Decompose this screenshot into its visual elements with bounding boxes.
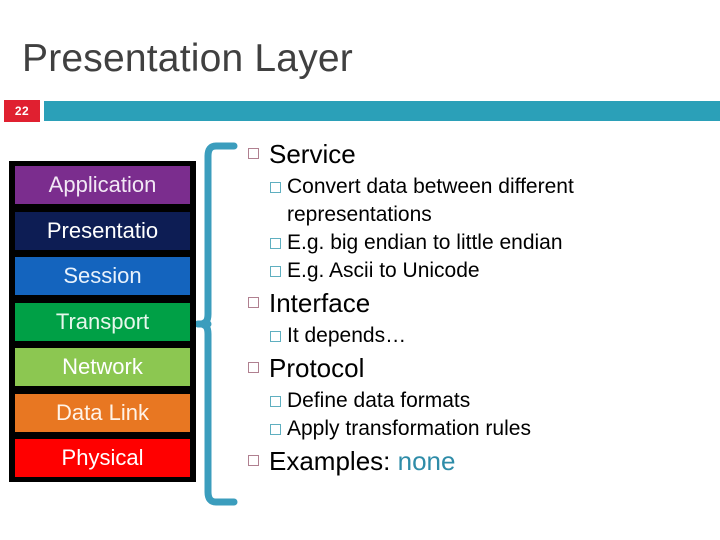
sub-list-protocol: Define data formats Apply transformation… [270,387,718,443]
title-underline-band [44,101,720,121]
sub-list-interface: It depends… [270,322,718,350]
sub-bullet-define-data-formats[interactable]: Define data formats [270,387,718,415]
bullet-interface[interactable]: Interface [248,287,718,320]
sub-bullet-text: Define data formats [287,389,471,412]
square-bullet-icon [248,362,259,373]
bullet-heading: Protocol [269,353,365,383]
osi-layer-session[interactable]: Session [15,257,190,295]
osi-layer-label: Application [48,172,157,197]
square-bullet-icon [248,297,259,308]
sub-bullet-it-depends[interactable]: It depends… [270,322,718,350]
osi-layer-label: Presentatio [46,217,159,243]
square-bullet-icon [248,148,259,159]
osi-layer-physical[interactable]: Physical [15,439,190,477]
osi-layer-network[interactable]: Network [15,348,190,386]
osi-layer-label: Data Link [56,399,149,425]
sub-bullet-ascii-unicode[interactable]: E.g. Ascii to Unicode [270,257,718,285]
sub-bullet-text: Convert data between different represent… [287,175,574,226]
bullet-heading: Service [269,139,356,169]
square-bullet-icon [248,455,259,466]
bullet-heading: Examples: [269,446,391,476]
sub-list-service: Convert data between different represent… [270,173,718,285]
osi-layer-application[interactable]: Application [15,166,190,204]
square-sub-bullet-icon [270,331,281,342]
osi-layer-label: Network [62,354,143,379]
bullet-heading: Interface [269,288,371,318]
osi-layer-stack: Application Presentatio Session Transpor… [9,161,196,482]
square-sub-bullet-icon [270,266,281,277]
sub-bullet-text: E.g. big endian to little endian [287,231,563,254]
square-sub-bullet-icon [270,238,281,249]
sub-bullet-big-endian[interactable]: E.g. big endian to little endian [270,229,718,257]
bullet-heading-examples: Examples: none [269,445,455,478]
sub-bullet-apply-transformation-rules[interactable]: Apply transformation rules [270,415,718,443]
sub-bullet-convert-data[interactable]: Convert data between different represent… [270,173,718,229]
square-sub-bullet-icon [270,182,281,193]
square-sub-bullet-icon [270,424,281,435]
osi-layer-label: Session [63,263,142,288]
osi-layer-label: Physical [61,445,144,470]
sub-bullet-text: It depends… [287,324,407,347]
osi-layer-transport[interactable]: Transport [15,302,190,341]
page-number-badge: 22 [4,100,40,122]
square-sub-bullet-icon [270,396,281,407]
osi-layer-data-link[interactable]: Data Link [15,393,190,432]
content-bullets: Service Convert data between different r… [248,138,718,480]
osi-layer-presentation[interactable]: Presentatio [15,211,190,250]
sub-bullet-text: E.g. Ascii to Unicode [287,259,480,282]
bullet-examples[interactable]: Examples: none [248,445,718,478]
bullet-protocol[interactable]: Protocol [248,352,718,385]
page-title: Presentation Layer [22,37,353,80]
bullet-heading-accent: none [397,446,456,476]
sub-bullet-text: Apply transformation rules [287,417,531,440]
osi-layer-label: Transport [55,308,150,334]
bullet-service[interactable]: Service [248,138,718,171]
